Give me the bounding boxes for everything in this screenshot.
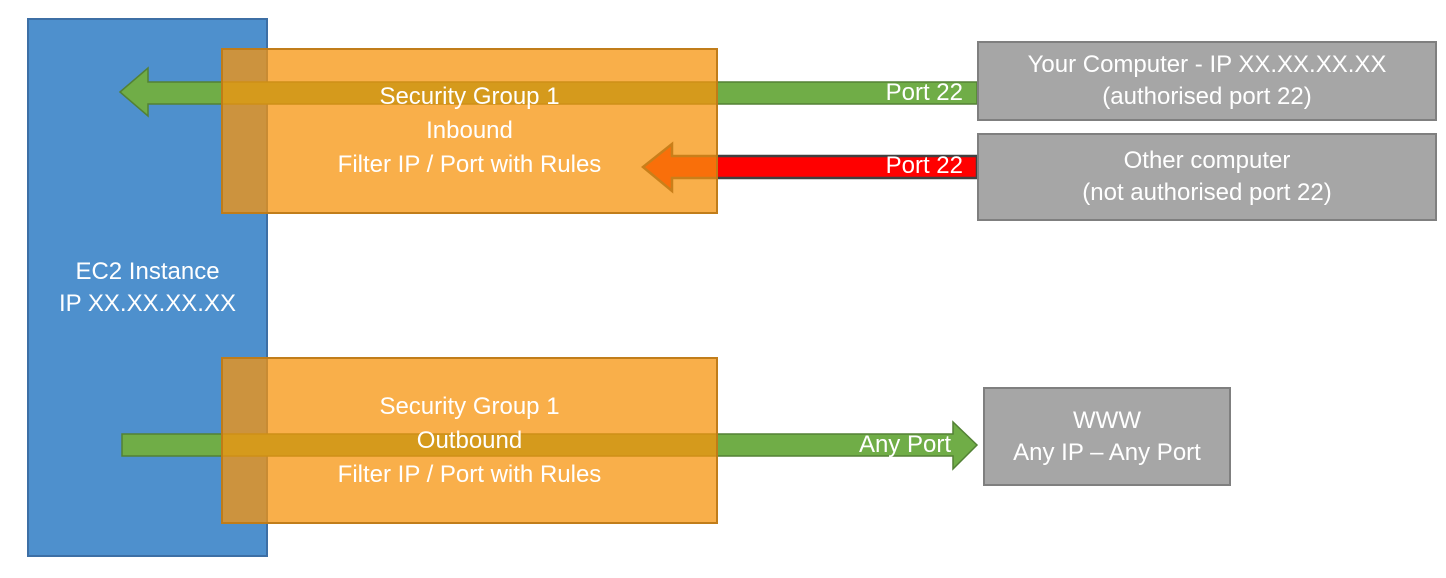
sg-outbound-direction: Outbound — [416, 426, 523, 454]
your-computer-title: Your Computer - IP XX.XX.XX.XX — [1027, 51, 1387, 78]
other-computer-title: Other computer — [1123, 147, 1291, 174]
www-subtitle: Any IP – Any Port — [1013, 438, 1201, 466]
other-computer-subtitle: (not authorised port 22) — [1082, 179, 1332, 206]
security-group-outbound-box: Security Group 1 Outbound Filter IP / Po… — [221, 357, 718, 524]
www-title: WWW — [1073, 406, 1141, 434]
sg-inbound-description: Filter IP / Port with Rules — [337, 151, 602, 178]
your-computer-subtitle: (authorised port 22) — [1102, 83, 1312, 110]
sg-outbound-description: Filter IP / Port with Rules — [337, 460, 602, 488]
www-box: WWW Any IP – Any Port — [983, 387, 1231, 486]
other-computer-box: Other computer (not authorised port 22) — [977, 133, 1437, 221]
inbound-blocked-port-label: Port 22 — [885, 152, 963, 179]
inbound-allowed-port-label: Port 22 — [885, 79, 963, 106]
sg-outbound-title: Security Group 1 — [379, 392, 560, 420]
your-computer-box: Your Computer - IP XX.XX.XX.XX (authoris… — [977, 41, 1437, 121]
ec2-instance-ip: IP XX.XX.XX.XX — [59, 289, 236, 317]
ec2-instance-name: EC2 Instance — [75, 257, 220, 285]
outbound-port-label: Any Port — [858, 431, 951, 458]
security-group-inbound-box: Security Group 1 Inbound Filter IP / Por… — [221, 48, 718, 214]
sg-inbound-title: Security Group 1 — [379, 83, 560, 110]
sg-inbound-direction: Inbound — [426, 117, 513, 144]
